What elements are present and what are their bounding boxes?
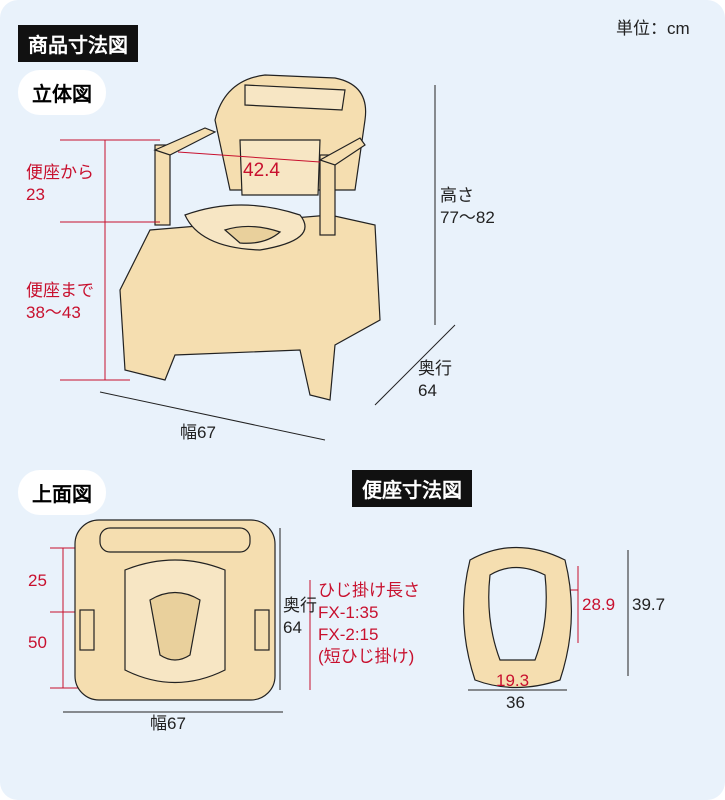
toilet-perspective-drawing	[119, 74, 381, 401]
armrest-length: ひじ掛け長さ FX-1:35 FX-2:15 (短ひじ掛け)	[318, 580, 420, 668]
perspective-view-label: 立体図	[18, 70, 106, 115]
seat-drawing	[462, 547, 573, 689]
seat-outer-width: 36	[506, 693, 525, 712]
fx1: FX-1:35	[318, 603, 379, 622]
value: 64	[418, 381, 437, 400]
value: 23	[26, 185, 45, 204]
seat-inner-length: 28.9	[582, 595, 616, 614]
armrest-width: 42.4	[243, 160, 280, 181]
label: 便座から	[26, 163, 94, 182]
seat-to-armrest: 便座から 23	[26, 162, 94, 206]
page-title: 商品寸法図	[18, 25, 138, 62]
width: 幅67	[180, 423, 216, 442]
fx2: FX-2:15	[318, 625, 379, 644]
seat-outer-length: 39.7	[632, 595, 666, 614]
height: 高さ 77〜82	[440, 185, 495, 229]
dim-25: 25	[28, 571, 47, 590]
unit-label: 単位：cm	[616, 19, 690, 38]
value: 38〜43	[26, 303, 81, 322]
seat-inner-width: 19.3	[496, 671, 530, 690]
toilet-top-view-drawing	[74, 519, 276, 701]
dim-50: 50	[28, 633, 47, 652]
top-depth: 奥行 64	[283, 595, 317, 639]
label: 奥行	[418, 359, 452, 378]
label: 奥行	[283, 596, 317, 615]
value: 64	[283, 618, 302, 637]
label: 高さ	[440, 186, 474, 205]
dimension-lines-black	[63, 85, 629, 713]
top-view-label: 上面図	[18, 470, 106, 515]
depth: 奥行 64	[418, 358, 452, 402]
note: (短ひじ掛け)	[318, 647, 415, 666]
seat-title: 便座寸法図	[352, 470, 472, 507]
label: ひじ掛け長さ	[318, 581, 420, 600]
seat-height: 便座まで 38〜43	[26, 280, 94, 324]
value: 77〜82	[440, 208, 495, 227]
label: 便座まで	[26, 281, 94, 300]
top-width: 幅67	[150, 714, 186, 733]
